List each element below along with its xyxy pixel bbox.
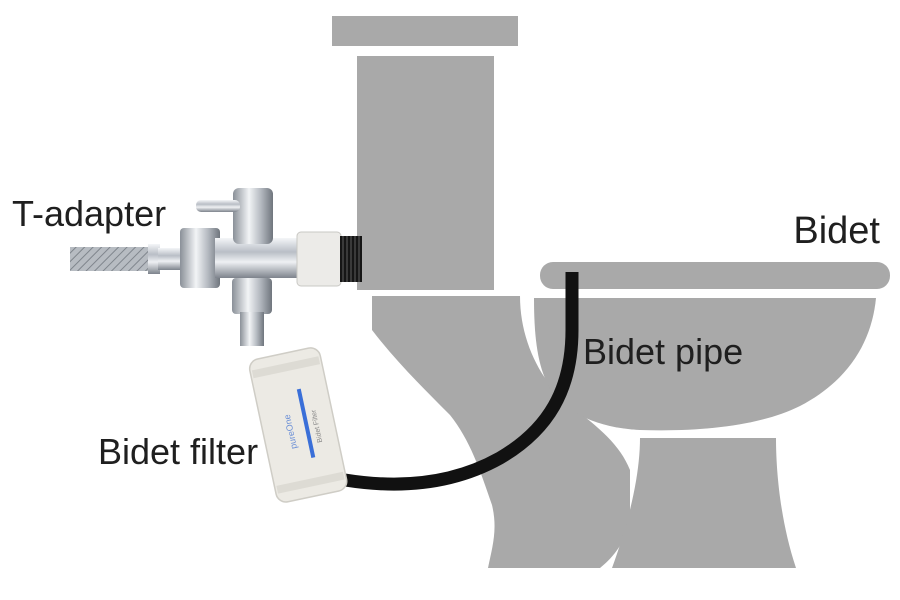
label-bidet-pipe: Bidet pipe [583,331,744,372]
t-adapter [180,188,362,346]
toilet-basin [534,298,876,431]
bidet-filter-cartridge: pureOne Bidet Filter [248,347,348,503]
toilet-base [612,438,796,568]
label-bidet: Bidet [793,210,880,252]
label-bidet-filter: Bidet filter [98,431,259,472]
braided-supply-hose [70,244,180,274]
tank-lid [332,16,518,46]
toilet-tank [332,16,518,290]
toilet-bowl [372,296,630,568]
bidet-seat [540,262,890,289]
bidet-pipe-hose [343,272,579,491]
label-t-adapter: T-adapter [12,193,167,234]
tank-body [357,56,494,290]
